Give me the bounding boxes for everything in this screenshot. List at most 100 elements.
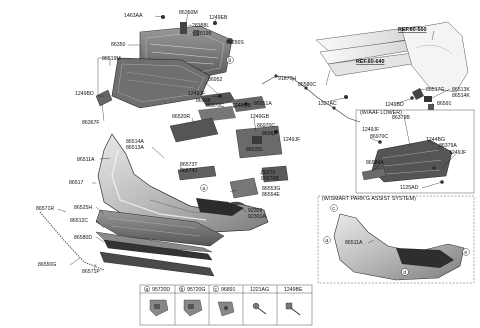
cover-86591 bbox=[428, 104, 434, 110]
callout-d-parking: d bbox=[403, 270, 406, 276]
bolt-1249EB bbox=[213, 21, 217, 25]
bolt-1463AA bbox=[161, 15, 165, 19]
label-1244BG: 1244BG bbox=[426, 137, 445, 143]
bracket-86553G bbox=[229, 177, 259, 199]
label-1249BD-b: 1249BD bbox=[385, 102, 404, 108]
legend-part-1221AG: 1221AG bbox=[250, 287, 269, 293]
smart-parking-title: (W/SMART PARK'G ASSIST SYSTEM) bbox=[322, 196, 416, 202]
bracket-86513K bbox=[424, 96, 432, 102]
molding-86550G bbox=[99, 251, 215, 277]
actuator-86984A bbox=[361, 167, 387, 181]
label-92302: 92302 bbox=[248, 208, 263, 214]
legend-letter-c: c bbox=[215, 287, 218, 293]
legend-table: a 95720D b 95720G c 96891 1221AG 1249BE bbox=[139, 284, 313, 326]
label-86517: 86517 bbox=[69, 180, 84, 186]
callout-b-grille: b bbox=[228, 58, 231, 64]
front-bumper-cover bbox=[97, 133, 269, 233]
label-86970C-b: 86970C bbox=[257, 123, 275, 129]
bracket-86367F bbox=[95, 89, 113, 107]
smart-parking-box bbox=[317, 195, 475, 284]
callout-e-parking: e bbox=[464, 250, 467, 256]
label-86514A: 86514A bbox=[126, 139, 144, 145]
screw-icon bbox=[252, 302, 267, 315]
label-86580C: 86580C bbox=[298, 82, 316, 88]
label-86350: 86350 bbox=[111, 42, 126, 48]
label-86554E: 86554E bbox=[262, 192, 280, 198]
strip-86571R bbox=[39, 211, 105, 271]
sensor-part bbox=[193, 30, 199, 36]
callout-a-parking: a bbox=[325, 238, 328, 244]
label-1327AC: 1327AC bbox=[318, 101, 337, 107]
label-86573T: 86573T bbox=[180, 162, 198, 168]
clip-1327AC bbox=[344, 95, 348, 99]
label-1249EB: 1249EB bbox=[209, 15, 228, 21]
label-86550G: 86550G bbox=[38, 262, 56, 268]
part-labels: 1463AA 86360M 1249EB 28388L 28199 99250S… bbox=[36, 10, 470, 275]
label-1249BD-a: 1249BD bbox=[75, 91, 94, 97]
circle-callouts: b a c a e d bbox=[200, 56, 470, 276]
label-1249JF-d: 1249JF bbox=[449, 150, 466, 156]
lower-grille-86525H bbox=[95, 209, 225, 247]
label-28388L: 28388L bbox=[192, 23, 209, 29]
label-86513A: 86513A bbox=[126, 145, 144, 151]
bracket-86517G bbox=[412, 88, 424, 100]
aaf-lower-box bbox=[355, 109, 475, 194]
label-1249JF-b: 1249JF bbox=[283, 137, 300, 143]
label-86571P: 86571P bbox=[82, 269, 100, 275]
bracket-86575 bbox=[261, 165, 289, 183]
label-1249JF-a: 1249JF bbox=[188, 91, 205, 97]
label-28199: 28199 bbox=[197, 31, 212, 37]
legend-part-96891: 96891 bbox=[221, 287, 236, 293]
label-86580D: 86580D bbox=[74, 235, 92, 241]
label-86571R: 86571R bbox=[36, 206, 54, 212]
label-1249GB-a: 1249GB bbox=[232, 103, 252, 109]
fender-part bbox=[401, 21, 469, 93]
label-86520R: 86520R bbox=[172, 114, 190, 120]
bumper-beam-assembly bbox=[315, 25, 431, 77]
legend-part-1249BE: 1249BE bbox=[284, 287, 303, 293]
clip-icon-a bbox=[149, 299, 169, 317]
bracket-86520R bbox=[169, 117, 219, 143]
label-86379B: 86379B bbox=[392, 115, 410, 121]
label-86984A: 86984A bbox=[366, 160, 384, 166]
bolt-icon bbox=[285, 302, 301, 316]
label-86513K: 86513K bbox=[452, 87, 470, 93]
label-91870H: 91870H bbox=[278, 76, 296, 82]
label-86379A: 86379A bbox=[439, 143, 457, 149]
label-86970C-a: 86970C bbox=[206, 103, 224, 109]
label-92301A: 92301A bbox=[248, 214, 266, 220]
skid-plate-86580D bbox=[103, 239, 213, 261]
label-86511A: 86511A bbox=[77, 157, 95, 163]
label-99250S: 99250S bbox=[226, 40, 244, 46]
clip-icon-b bbox=[183, 299, 203, 317]
label-1125AD: 1125AD bbox=[400, 185, 419, 191]
label-1463AA: 1463AA bbox=[124, 13, 143, 19]
label-86367F: 86367F bbox=[82, 120, 100, 126]
label-86591: 86591 bbox=[437, 101, 452, 107]
grille-assembly bbox=[111, 25, 233, 109]
clip-icon-c bbox=[217, 301, 235, 317]
label-86968: 86968 bbox=[196, 98, 211, 104]
waaf-lower-title: (W/AAF LOWER) bbox=[360, 110, 402, 116]
label-86952: 86952 bbox=[208, 77, 223, 83]
legend-letter-a: a bbox=[146, 287, 149, 293]
label-86574J: 86574J bbox=[180, 168, 197, 174]
label-86519M: 86519M bbox=[102, 56, 121, 62]
legend-part-95720D: 95720D bbox=[152, 287, 170, 293]
callout-a-bumper: a bbox=[202, 186, 205, 192]
legend-part-95720G: 95720G bbox=[187, 287, 205, 293]
callout-c-parking: c bbox=[332, 206, 335, 212]
label-86576B: 86576B bbox=[261, 176, 279, 182]
label-86575: 86575 bbox=[261, 170, 276, 176]
label-86967: 86967 bbox=[262, 131, 277, 137]
label-86512C: 86512C bbox=[70, 218, 88, 224]
bracket-86573T bbox=[177, 165, 217, 181]
label-86553G: 86553G bbox=[262, 186, 280, 192]
label-86517G: 86517G bbox=[426, 87, 444, 93]
leader-lines bbox=[57, 13, 457, 271]
label-1249GB-b: 1249GB bbox=[250, 114, 270, 120]
center-bracket-group bbox=[198, 92, 266, 122]
label-86951A: 86951A bbox=[254, 101, 272, 107]
harness-91870H bbox=[261, 75, 361, 123]
